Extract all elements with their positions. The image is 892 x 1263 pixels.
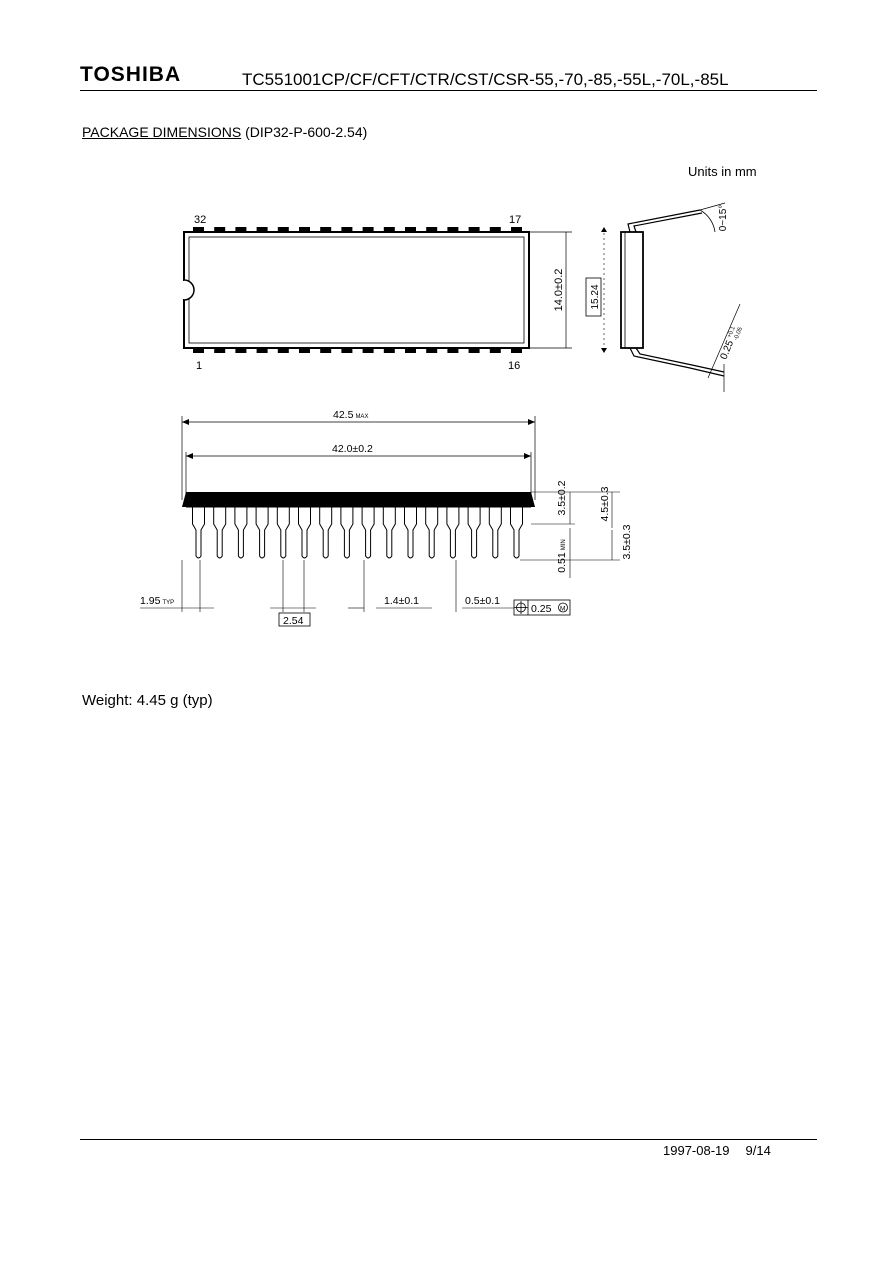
mmc-modifier-icon	[558, 602, 568, 613]
pin1-notch	[183, 279, 195, 301]
pin-32-label: 32	[194, 214, 206, 226]
top-pin	[214, 227, 226, 232]
bottom-pin	[383, 348, 395, 353]
bottom-pin	[405, 348, 416, 353]
top-pin	[383, 227, 395, 232]
total-height-label: 4.5±0.3	[599, 486, 611, 521]
pitch-box	[278, 612, 311, 627]
package-dimensions-title: PACKAGE DIMENSIONS (DIP32-P-600-2.54)	[82, 124, 367, 140]
top-pin	[405, 227, 416, 232]
front-lead	[425, 507, 439, 559]
front-body	[186, 492, 531, 507]
bottom-pin	[299, 348, 310, 353]
front-lead	[382, 507, 396, 559]
front-lead	[467, 507, 481, 559]
front-lead	[192, 507, 205, 559]
lead-tol-plus: +0.1	[727, 325, 737, 339]
bottom-pin	[447, 348, 459, 353]
front-lead	[361, 507, 375, 559]
bottom-pin	[426, 348, 438, 353]
pin-16-label: 16	[508, 360, 520, 372]
bottom-pin	[320, 348, 332, 353]
top-pin	[489, 227, 501, 232]
bottom-pin	[489, 348, 501, 353]
lower-lead-width-label: 0.5±0.1	[465, 595, 500, 607]
package-body-outline	[183, 231, 530, 349]
weight-note: Weight: 4.45 g (typ)	[82, 692, 213, 709]
bottom-pin	[468, 348, 480, 353]
front-leads	[192, 507, 523, 559]
pitch-label: 2.54	[283, 615, 304, 627]
top-view	[183, 227, 572, 353]
package-body-inner	[188, 236, 525, 344]
top-pin	[341, 227, 353, 232]
lead-thickness-label: 0.25	[719, 339, 737, 362]
position-tolerance-frame	[513, 599, 571, 616]
mmc-modifier-label: M	[560, 606, 565, 613]
page-number: 9/14	[745, 1143, 771, 1158]
top-pin	[447, 227, 459, 232]
top-pins-upper	[193, 227, 522, 232]
front-lead	[510, 507, 523, 559]
top-pin	[468, 227, 480, 232]
toshiba-logo: TOSHIBA	[80, 63, 182, 86]
lead-tol-minus: -0.05	[733, 326, 744, 342]
front-lead	[446, 507, 460, 559]
body-length-label: 42.0±0.2	[332, 443, 373, 455]
row-spacing-label: 15.24	[590, 284, 601, 309]
package-code: (DIP32-P-600-2.54)	[245, 124, 368, 140]
front-lead	[340, 507, 354, 559]
top-pin	[362, 227, 374, 232]
top-pin	[320, 227, 332, 232]
pin-1-label: 1	[196, 360, 202, 372]
row-spacing-box	[585, 277, 602, 317]
top-pin	[193, 227, 204, 232]
front-lead	[404, 507, 417, 559]
top-pins-lower	[193, 348, 522, 353]
standoff-label: 0.51MIN	[556, 539, 568, 572]
body-height-label: 3.5±0.2	[556, 480, 568, 515]
top-pin	[299, 227, 310, 232]
front-lead	[255, 507, 269, 559]
side-view	[585, 202, 741, 392]
bottom-pin	[256, 348, 268, 353]
lead-length-label: 3.5±0.3	[621, 524, 633, 559]
footer: 1997-08-19 9/14	[663, 1143, 771, 1158]
bottom-pin	[235, 348, 247, 353]
part-number-heading: TC551001CP/CF/CFT/CTR/CST/CSR-55,-70,-85…	[242, 70, 729, 89]
width-dim-label: 14.0±0.2	[553, 269, 565, 312]
bottom-pin	[193, 348, 204, 353]
units-label: Units in mm	[688, 164, 757, 179]
pin-17-label: 17	[509, 214, 521, 226]
footer-date: 1997-08-19	[663, 1143, 730, 1158]
top-pin	[256, 227, 268, 232]
bottom-pin	[341, 348, 353, 353]
side-body	[620, 231, 644, 349]
front-lead	[276, 507, 290, 559]
angle-label: 0~15°	[718, 205, 729, 232]
front-view	[140, 416, 620, 627]
front-lead	[488, 507, 502, 559]
position-tolerance-value: 0.25	[531, 603, 552, 615]
bottom-pin	[214, 348, 226, 353]
upper-lead-width-label: 1.4±0.1	[384, 595, 419, 607]
top-pin	[511, 227, 522, 232]
front-lead	[298, 507, 311, 559]
front-lead	[234, 507, 248, 559]
bottom-pin	[362, 348, 374, 353]
section-title-text: PACKAGE DIMENSIONS	[82, 124, 242, 140]
top-pin	[426, 227, 438, 232]
front-lead	[319, 507, 333, 559]
top-pin	[277, 227, 289, 232]
front-lead	[213, 507, 227, 559]
bottom-pin	[277, 348, 289, 353]
footer-divider	[80, 1139, 817, 1140]
header-divider	[80, 90, 817, 91]
bottom-pin	[511, 348, 522, 353]
top-pin	[235, 227, 247, 232]
